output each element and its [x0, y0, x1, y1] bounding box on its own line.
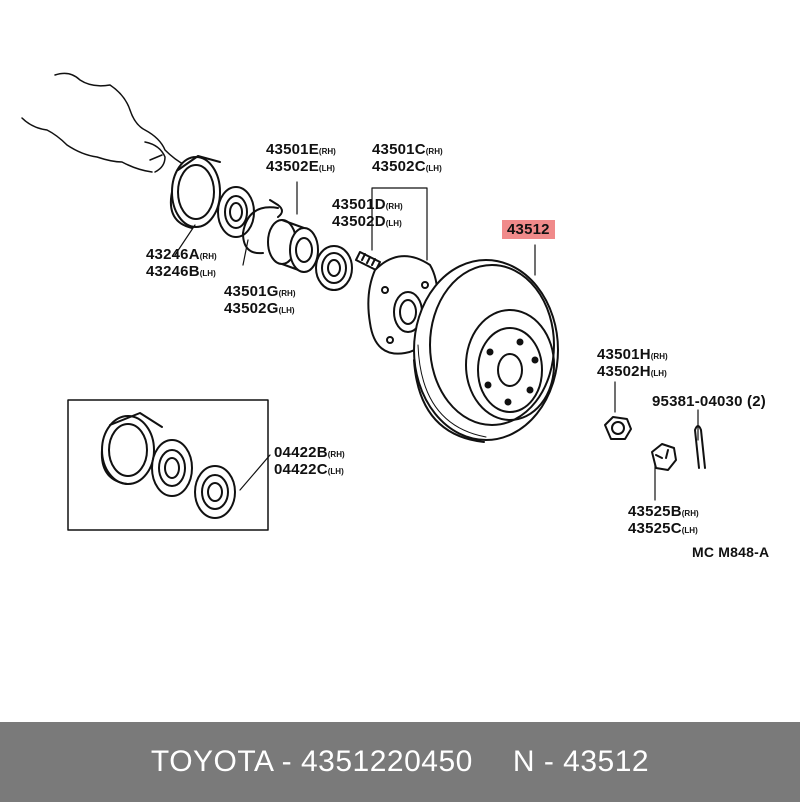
- label-43502c: 43502C(LH): [372, 158, 442, 175]
- outer-bearing-part: [315, 245, 353, 291]
- cotter-pin-part: [694, 425, 706, 469]
- kit-seal-part: [100, 412, 163, 485]
- snap-ring-part: [242, 199, 283, 255]
- leader-lines: [174, 181, 699, 501]
- bearing-cylinder-part: [267, 219, 319, 273]
- footer-reference: N - 43512: [512, 745, 650, 778]
- pointer-hand-icon: [21, 72, 186, 173]
- oil-seal-part: [170, 155, 221, 229]
- label-43502g: 43502G(LH): [224, 300, 295, 317]
- label-95381-04030: 95381-04030 (2): [652, 393, 766, 410]
- label-43501d: 43501D(RH): [332, 196, 403, 213]
- label-43502d: 43502D(LH): [332, 213, 402, 230]
- label-43501g: 43501G(RH): [224, 283, 296, 300]
- label-43501h: 43501H(RH): [597, 346, 668, 363]
- label-04422b: 04422B(RH): [274, 444, 345, 461]
- label-43246a: 43246A(RH): [146, 246, 217, 263]
- label-43525b: 43525B(RH): [628, 503, 699, 520]
- kit-bearing-part: [151, 439, 193, 497]
- hub-nut-part: [604, 416, 632, 440]
- label-04422c: 04422C(LH): [274, 461, 344, 478]
- parts-diagram: 43246A(RH) 43246B(LH) 43501E(RH) 43502E(…: [21, 72, 770, 560]
- disc-rotor-part: [413, 259, 559, 443]
- label-43502e: 43502E(LH): [266, 158, 335, 175]
- castle-nut-part: [651, 443, 677, 471]
- footer-bar: TOYOTA - 4351220450 N - 43512: [0, 722, 800, 802]
- footer-part-number: TOYOTA - 4351220450: [150, 745, 473, 778]
- label-43246b: 43246B(LH): [146, 263, 216, 280]
- inner-bearing-part: [217, 186, 255, 238]
- label-43502h: 43502H(LH): [597, 363, 667, 380]
- label-43512-highlighted[interactable]: 43512: [502, 220, 555, 239]
- kit-bearing-small-part: [194, 465, 236, 519]
- label-43525c: 43525C(LH): [628, 520, 698, 537]
- diagram-artwork: [21, 72, 706, 531]
- kit-box: [67, 399, 269, 531]
- label-43501c: 43501C(RH): [372, 141, 443, 158]
- diagram-code: MC M848-A: [692, 544, 770, 560]
- label-43501e: 43501E(RH): [266, 141, 336, 158]
